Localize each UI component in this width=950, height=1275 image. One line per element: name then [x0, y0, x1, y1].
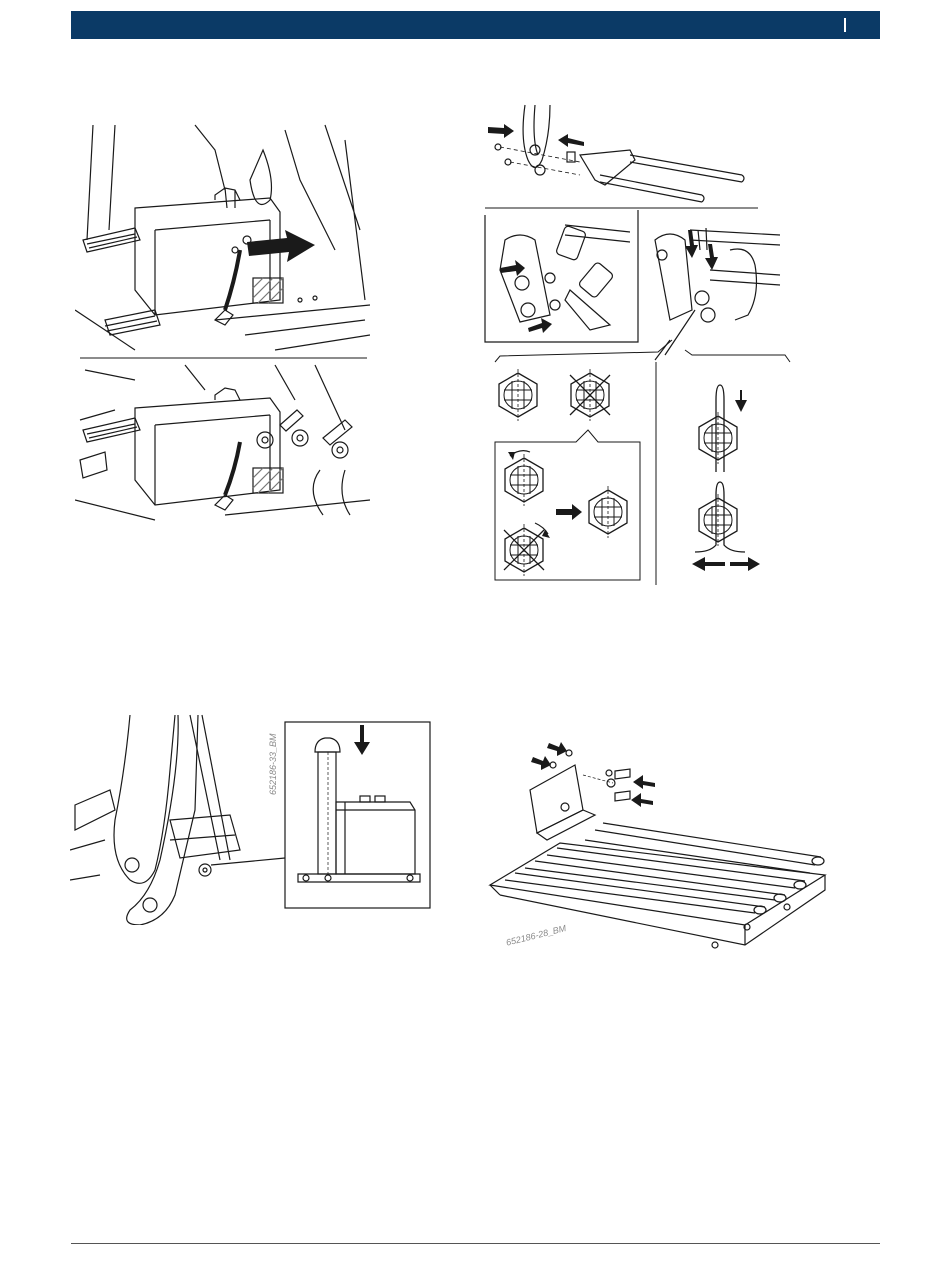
hose-removal-drawing	[75, 120, 370, 525]
castle-nut-drawing	[480, 100, 800, 590]
footer-rule	[71, 1243, 880, 1244]
figure-code-pin-bolt: 652186-33_BM	[268, 733, 278, 795]
figure-hose-removal	[75, 120, 370, 525]
page-marker	[844, 18, 846, 32]
figure-pin-bolt	[70, 710, 435, 925]
figure-castle-nut-guide	[480, 100, 800, 590]
pin-bolt-drawing	[70, 710, 435, 925]
header-bar	[71, 11, 880, 39]
